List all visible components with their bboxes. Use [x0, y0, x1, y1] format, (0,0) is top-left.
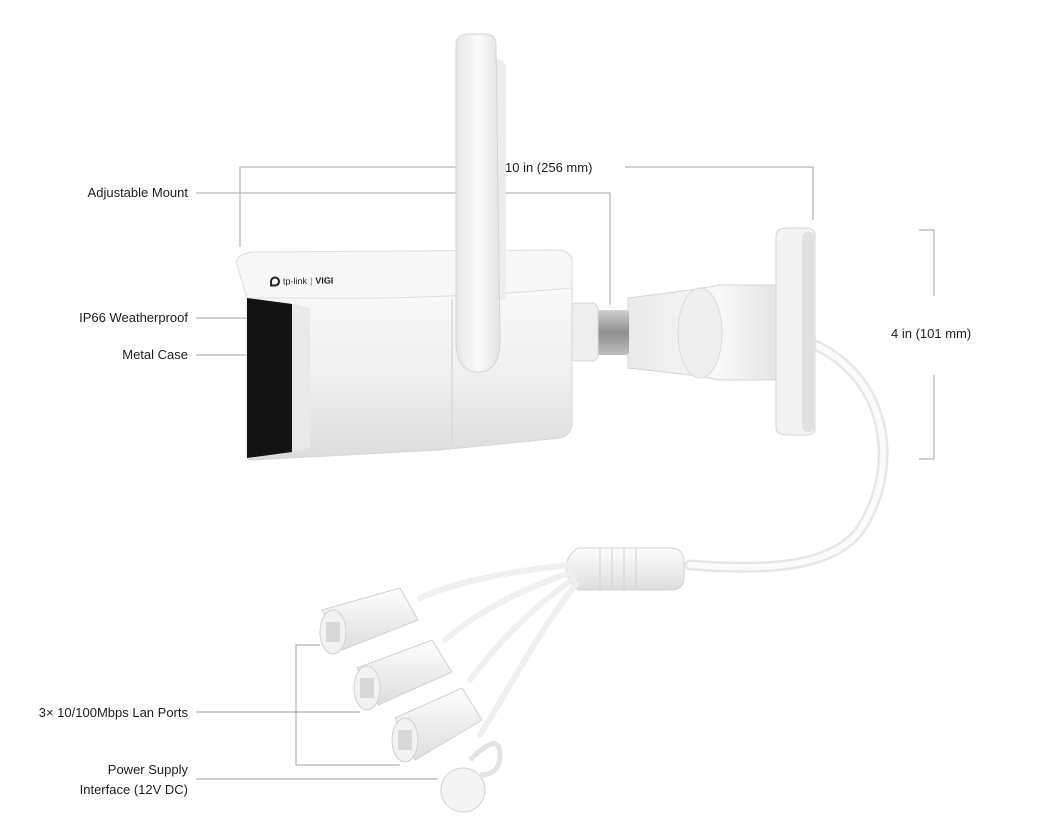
weatherproof-label: IP66 Weatherproof — [79, 310, 188, 325]
adjustable-mount-leader — [196, 192, 611, 305]
brand-product-line: VIGI — [315, 275, 334, 286]
lan-connector-2 — [353, 639, 453, 711]
power-supply-label: Power Supply Interface (12V DC) — [80, 760, 188, 800]
brand-separator: | — [309, 275, 313, 286]
lan-ports-label: 3× 10/100Mbps Lan Ports — [38, 705, 188, 720]
antenna — [455, 33, 506, 373]
metal-case-label: Metal Case — [122, 347, 188, 362]
brand-logo-text: tp-link — [282, 275, 308, 287]
brand-logo: tp-link | VIGI — [269, 275, 334, 287]
length-dimension-line-right — [625, 166, 814, 220]
height-dimension-top — [919, 229, 935, 296]
lan-connector-1 — [319, 587, 419, 655]
power-supply-line1: Power Supply — [107, 762, 188, 777]
lan-ports-bracket — [295, 644, 400, 766]
wall-mount — [627, 227, 816, 436]
length-dimension-line — [239, 166, 476, 247]
power-connector — [440, 741, 503, 813]
length-dimension-label: 10 in (256 mm) — [505, 160, 593, 175]
height-dimension-bottom — [919, 375, 935, 460]
cable-hub — [565, 547, 685, 591]
power-supply-line2: Interface (12V DC) — [79, 782, 188, 797]
adjustable-mount-label: Adjustable Mount — [87, 185, 188, 200]
metal-joint — [593, 310, 629, 355]
branch-cables — [417, 562, 579, 738]
tp-link-icon — [269, 276, 281, 287]
lan-connector-3 — [391, 687, 483, 763]
cable — [684, 339, 889, 573]
height-dimension-label: 4 in (101 mm) — [891, 326, 972, 341]
